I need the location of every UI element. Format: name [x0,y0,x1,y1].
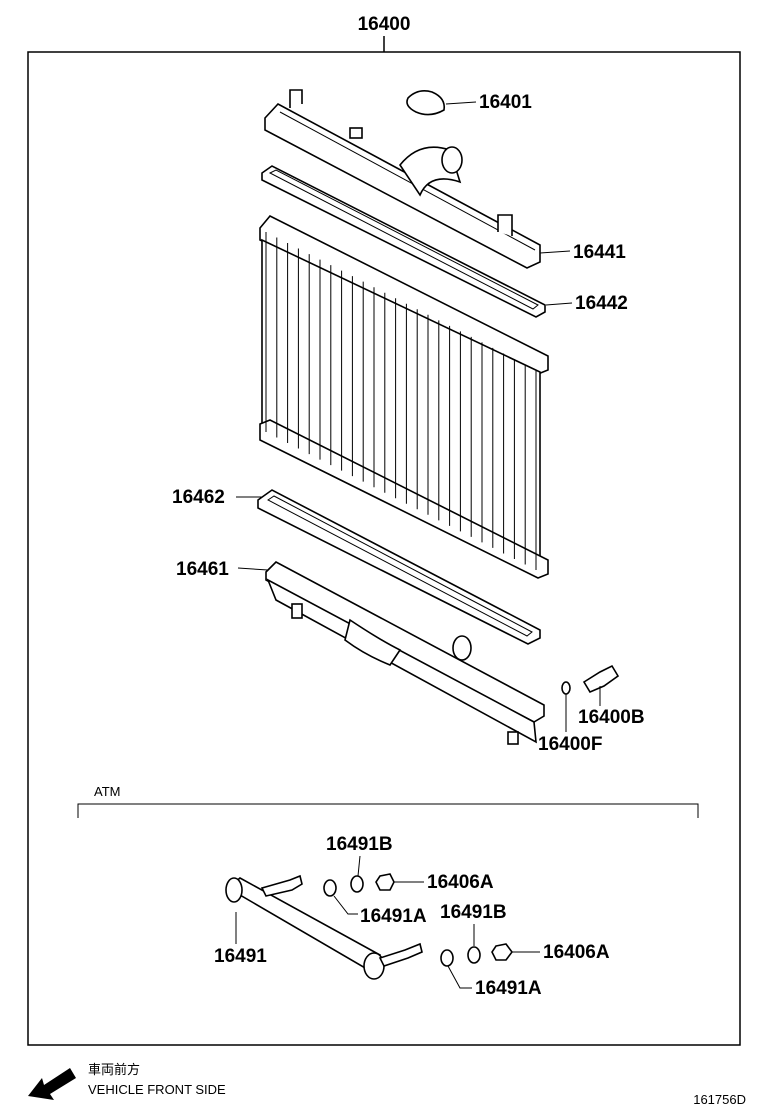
atm-bracket [77,803,699,818]
assembly-label: 16400 [358,14,411,35]
label-16442: 16442 [575,293,628,314]
label-16491a-2: 16491A [475,978,542,999]
label-16401: 16401 [479,92,532,113]
section-label-atm: ATM [94,784,120,799]
label-16491b-2: 16491B [440,902,507,923]
washer-16491a-2 [440,949,454,967]
front-label-en: VEHICLE FRONT SIDE [88,1082,226,1097]
label-16491b-1: 16491B [326,834,393,855]
washer-16491b-1 [350,875,364,893]
front-label-jp: 車両前方 [88,1062,140,1077]
nut-16406a-1 [375,873,395,891]
drawing-number: 161756D [693,1092,746,1107]
oil-cooler-pipe [225,874,423,980]
label-16491: 16491 [214,946,267,967]
nut-16406a-2 [491,943,513,961]
label-16406a-2: 16406A [543,942,610,963]
label-16491a-1: 16491A [360,906,427,927]
label-16462: 16462 [172,487,225,508]
front-arrow-icon [28,1068,76,1100]
lower-tank [265,561,545,745]
label-16406a-1: 16406A [427,872,494,893]
drain-o-ring [561,681,571,695]
washer-16491a-1 [323,879,337,897]
washer-16491b-2 [467,946,481,964]
radiator-core [259,214,549,579]
label-16461: 16461 [176,559,229,580]
radiator-cap [406,90,446,116]
label-16400b: 16400B [578,707,645,728]
upper-tank [264,89,541,269]
label-16441: 16441 [573,242,626,263]
drain-cock [582,664,620,694]
label-16400f: 16400F [538,734,602,755]
